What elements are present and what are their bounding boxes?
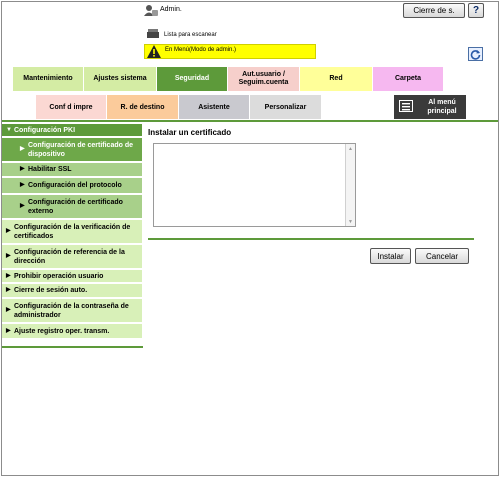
admin-mode-label: En Menú(Modo de admin.)	[165, 47, 237, 53]
triangle-right-icon: ▶	[6, 327, 11, 334]
sidebar-item-label: Configuración del protocolo	[28, 182, 122, 189]
tab-asistente[interactable]: Asistente	[179, 95, 249, 119]
sidebar-item-certificado-dispositivo[interactable]: ▶ Configuración de certificado de dispos…	[2, 138, 142, 162]
tab-red[interactable]: Red	[300, 67, 372, 91]
sidebar-item-label: Habilitar SSL	[28, 166, 72, 173]
tab-personalizar[interactable]: Personalizar	[250, 95, 321, 119]
sidebar-item-cierre-sesion[interactable]: ▶ Cierre de sesión auto.	[2, 284, 142, 298]
sidebar-item-label: Configuración PKI	[14, 126, 76, 134]
sidebar-item-protocolo[interactable]: ▶ Configuración del protocolo	[2, 178, 142, 194]
scanner-status-label: Lista para escanear	[164, 32, 217, 38]
scroll-up-icon[interactable]: ▲	[348, 145, 353, 152]
sidebar-item-label: Cierre de sesión auto.	[14, 287, 88, 294]
sidebar-item-label: Configuración de certificado de disposit…	[28, 141, 134, 158]
sidebar-item-habilitar-ssl[interactable]: ▶ Habilitar SSL	[2, 163, 142, 177]
triangle-right-icon: ▶	[6, 287, 11, 293]
admin-label: Admin.	[160, 6, 182, 13]
tab-ajustes-sistema[interactable]: Ajustes sistema	[84, 67, 156, 91]
certificate-textarea[interactable]: ▲ ▼	[153, 143, 356, 227]
tab-carpeta[interactable]: Carpeta	[373, 67, 443, 91]
admin-user-icon	[144, 4, 158, 16]
triangle-down-icon: ▼	[6, 126, 12, 133]
triangle-right-icon: ▶	[20, 146, 25, 152]
main-menu-label: Al menú principal	[427, 99, 457, 115]
help-button[interactable]: ?	[468, 3, 484, 18]
sidebar-item-label: Ajuste registro oper. transm.	[14, 327, 110, 335]
triangle-right-icon: ▶	[20, 203, 25, 209]
sidebar-item-registro-oper[interactable]: ▶ Ajuste registro oper. transm.	[2, 324, 142, 339]
main-menu-button[interactable]: Al menú principal	[394, 95, 466, 119]
tab-aut-usuario[interactable]: Aut.usuario / Seguim.cuenta	[228, 67, 299, 91]
sidebar-item-referencia-direccion[interactable]: ▶ Configuración de referencia de la dire…	[2, 245, 142, 269]
triangle-right-icon: ▶	[6, 272, 11, 279]
tab-conf-impre[interactable]: Conf d impre	[36, 95, 106, 119]
warning-icon	[147, 45, 161, 60]
admin-mode-banner	[144, 44, 316, 59]
sidebar-item-certificado-externo[interactable]: ▶ Configuración de certificado externo	[2, 195, 142, 219]
sidebar-item-label: Configuración de la contraseña de admini…	[14, 302, 129, 319]
scroll-down-icon[interactable]: ▼	[348, 218, 353, 225]
tab-r-de-destino[interactable]: R. de destino	[107, 95, 178, 119]
sidebar-item-label: Prohibir operación usuario	[14, 272, 104, 280]
sidebar-item-label: Configuración de certificado externo	[28, 198, 123, 215]
refresh-icon	[470, 49, 481, 60]
cancel-button[interactable]: Cancelar	[415, 248, 469, 264]
refresh-button[interactable]	[468, 47, 483, 61]
scanner-icon	[146, 29, 160, 41]
content-divider	[148, 238, 474, 240]
textarea-scrollbar[interactable]: ▲ ▼	[345, 144, 355, 226]
logout-button[interactable]: Cierre de s.	[403, 3, 465, 18]
install-button[interactable]: Instalar	[370, 248, 411, 264]
sidebar-item-label: Configuración de referencia de la direcc…	[14, 248, 125, 265]
triangle-right-icon: ▶	[20, 166, 25, 172]
sidebar-item-prohibir-operacion[interactable]: ▶ Prohibir operación usuario	[2, 270, 142, 283]
tab-mantenimiento[interactable]: Mantenimiento	[13, 67, 83, 91]
menu-list-icon	[399, 100, 413, 114]
triangle-right-icon: ▶	[6, 307, 11, 313]
triangle-right-icon: ▶	[20, 182, 25, 188]
triangle-right-icon: ▶	[6, 253, 11, 259]
sidebar-item-label: Configuración de la verificación de cert…	[14, 223, 131, 240]
sidebar-item-verificacion-certificados[interactable]: ▶ Configuración de la verificación de ce…	[2, 220, 142, 244]
tab-seguridad[interactable]: Seguridad	[157, 67, 227, 91]
header-divider	[2, 120, 498, 122]
sidebar-divider	[2, 346, 143, 348]
triangle-right-icon: ▶	[6, 228, 11, 234]
page-title: Instalar un certificado	[148, 128, 232, 137]
sidebar-item-configuracion-pki[interactable]: ▼ Configuración PKI	[2, 124, 142, 137]
sidebar-item-contrasena-admin[interactable]: ▶ Configuración de la contraseña de admi…	[2, 299, 142, 323]
